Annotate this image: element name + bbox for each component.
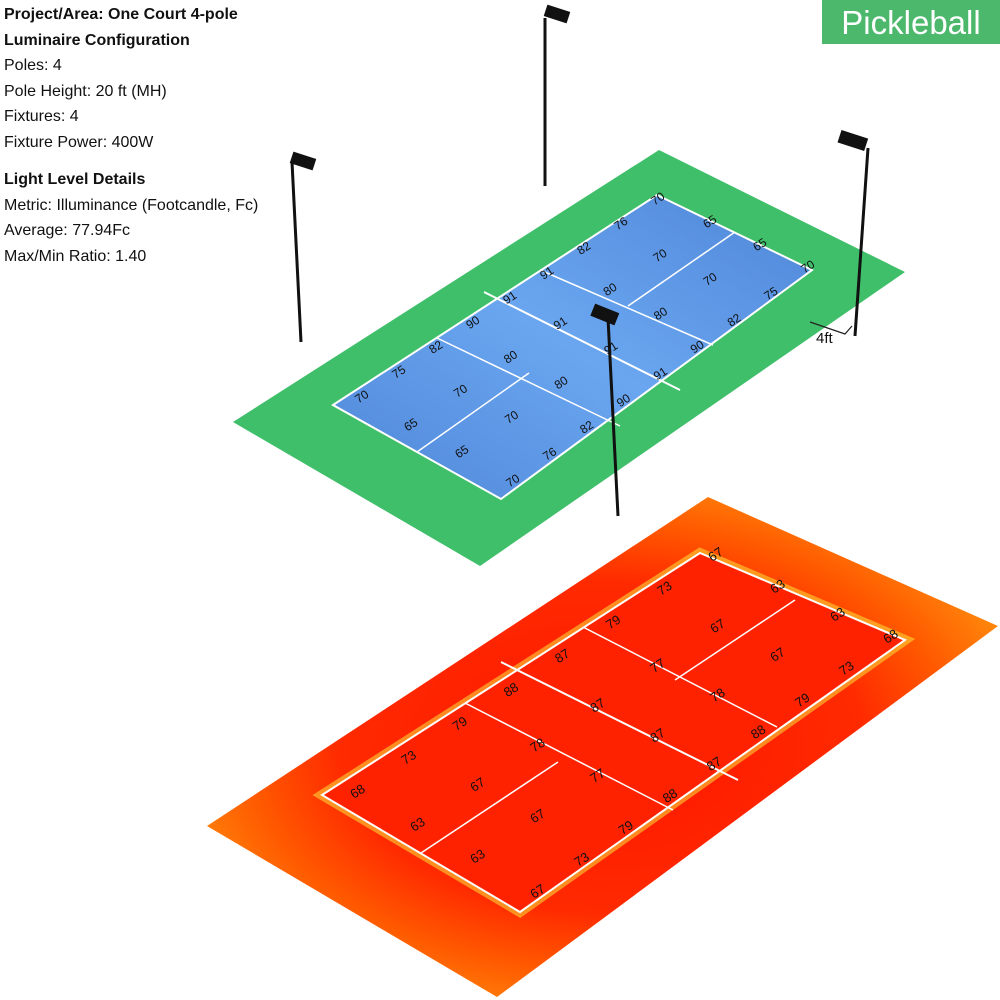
pole	[606, 317, 620, 517]
top-court-view	[233, 150, 905, 566]
reading-value: 63	[467, 846, 487, 866]
light-level-heading: Light Level Details	[4, 171, 146, 188]
reading-value: 79	[450, 713, 470, 733]
reading-value: 68	[347, 781, 367, 801]
reading-value: 79	[792, 690, 812, 710]
fixture-power: Fixture Power: 400W	[4, 133, 154, 151]
pole	[290, 161, 303, 343]
project-title: Project/Area: One Court 4-pole	[4, 6, 238, 23]
max-min-ratio: Max/Min Ratio: 1.40	[4, 247, 147, 265]
center-line-right	[627, 231, 736, 307]
fixture-icon	[837, 129, 869, 151]
heat-center-right	[674, 599, 796, 681]
fixtures-count: Fixtures: 4	[4, 108, 79, 125]
reading-value: 88	[660, 785, 680, 805]
reading-value: 88	[501, 679, 521, 699]
reading-value: 68	[880, 626, 900, 646]
kitchen-line-right	[539, 269, 714, 346]
heat-readings: 68 73 79 88 87 79 73 67 63 67 78 87 77 67 63 63 67 77 87 78…	[347, 544, 900, 901]
light-poles	[289, 4, 870, 517]
poles-count: Poles: 4	[4, 57, 62, 74]
fixture-icon	[289, 151, 317, 171]
reading-value: 73	[398, 747, 418, 767]
heat-kitchen-left	[464, 702, 674, 811]
reading-value: 63	[827, 604, 847, 624]
kitchen-line-left	[436, 337, 621, 427]
reading-value: 87	[552, 646, 572, 666]
reading-value: 67	[707, 616, 727, 636]
reading-value: 87	[587, 695, 607, 715]
reading-value: 88	[748, 722, 768, 742]
sport-badge: Pickleball	[822, 0, 1000, 44]
reading-value: 79	[616, 817, 636, 837]
reading-value: 67	[527, 881, 547, 901]
dimension-label: 4ft	[816, 330, 834, 347]
heat-net-line	[500, 661, 739, 781]
metric: Metric: Illuminance (Footcandle, Fc)	[4, 196, 259, 214]
reading-value: 67	[467, 774, 487, 794]
reading-value: 73	[836, 658, 856, 678]
reading-value: 67	[767, 644, 787, 664]
reading-value: 77	[647, 655, 667, 675]
average-value: Average: 77.94Fc	[4, 222, 131, 239]
reading-value: 67	[705, 544, 725, 564]
pole	[853, 147, 870, 337]
pole-height: Pole Height: 20 ft (MH)	[4, 82, 167, 100]
reading-value: 87	[704, 753, 724, 773]
reading-value: 73	[654, 578, 674, 598]
reading-value: 77	[587, 765, 607, 785]
reading-value: 78	[707, 685, 727, 705]
config-heading: Luminaire Configuration	[4, 31, 190, 49]
reading-value: 87	[647, 725, 667, 745]
heatmap-view	[207, 497, 998, 997]
reading-value: 79	[603, 612, 623, 632]
reading-value: 73	[571, 849, 591, 869]
dimension-marker	[809, 321, 853, 335]
fixture-icon	[543, 4, 571, 24]
top-readings: 7075829091918276706570809180706565708091…	[352, 189, 817, 490]
reading-value: 67	[527, 806, 547, 826]
court-surface	[331, 193, 814, 501]
reading-value: 63	[407, 814, 427, 834]
heat-center-left	[420, 761, 559, 854]
reading-value: 63	[767, 576, 787, 596]
project-info-panel: Project/Area: One Court 4-pole Luminaire…	[4, 2, 304, 269]
reading-value: 78	[527, 735, 547, 755]
center-line-left	[416, 372, 530, 453]
net-line	[483, 291, 681, 391]
fixture-icon	[590, 303, 620, 326]
